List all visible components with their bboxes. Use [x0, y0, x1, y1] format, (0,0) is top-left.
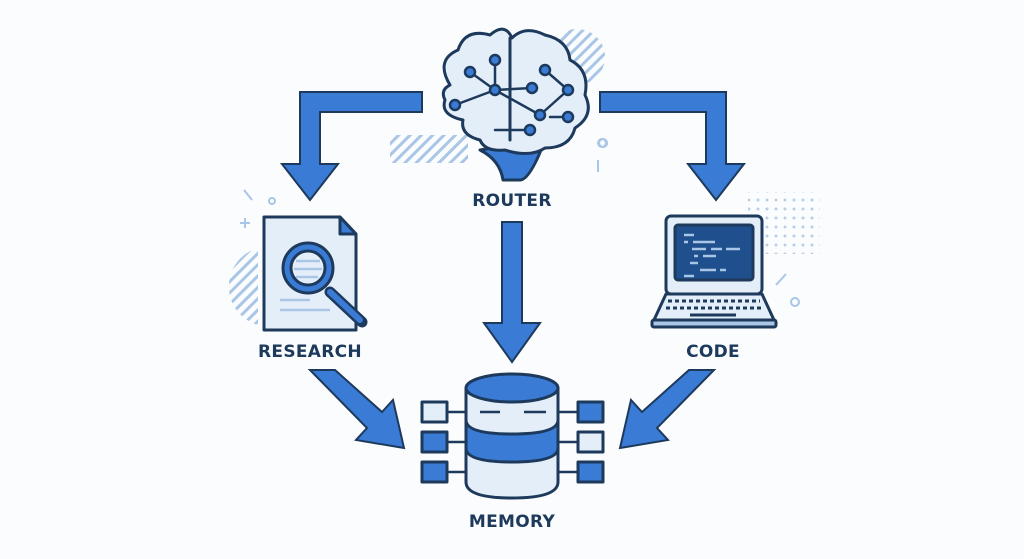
- database-icon: [420, 372, 605, 500]
- memory-label: MEMORY: [469, 512, 556, 532]
- arrow-router-to-memory: [482, 221, 542, 364]
- arrow-research-to-memory: [307, 369, 406, 450]
- laptop-code-icon: [650, 214, 778, 329]
- document-magnifier-icon: [262, 215, 368, 332]
- arrow-router-to-code: [599, 91, 747, 202]
- arrow-code-to-memory: [618, 369, 717, 450]
- router-label: ROUTER: [472, 191, 551, 211]
- code-label: CODE: [686, 342, 740, 362]
- brain-circuit-icon: [441, 27, 590, 182]
- research-label: RESEARCH: [258, 342, 362, 362]
- arrow-router-to-research: [279, 91, 423, 202]
